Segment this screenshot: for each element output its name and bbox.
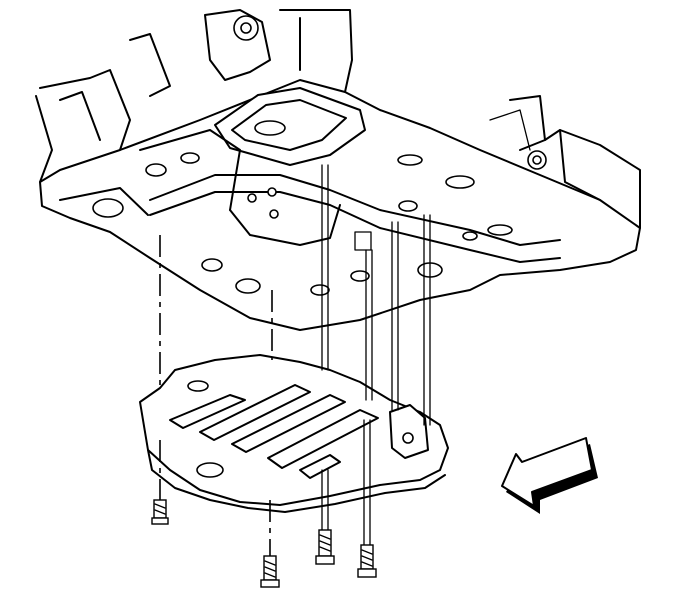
bolt-2 [260, 555, 280, 588]
alignment-lines [159, 164, 431, 556]
bolt-1 [151, 499, 169, 525]
front-direction-arrow-icon [501, 437, 598, 514]
underbody-shield [139, 354, 449, 513]
bolt-3 [315, 529, 335, 565]
bolt-4 [357, 544, 377, 578]
vehicle-underbody [35, 9, 641, 331]
